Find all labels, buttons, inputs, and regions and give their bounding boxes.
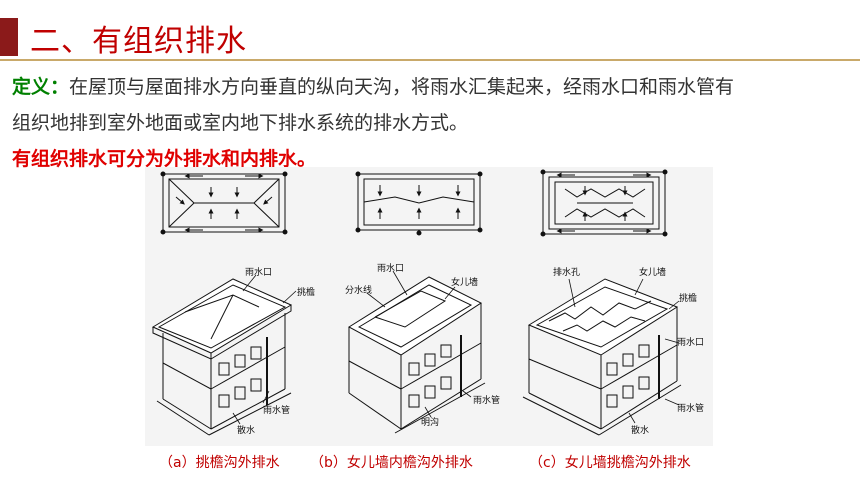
plan-a <box>160 171 288 235</box>
caption-a: （a）挑檐沟外排水 <box>159 455 280 471</box>
label-c-pipe: 雨水管 <box>677 402 704 414</box>
building-a <box>151 278 293 436</box>
title-bar: 二、有组织排水 <box>0 14 860 60</box>
label-b-ridge: 分水线 <box>345 284 372 296</box>
caption-c: （c）女儿墙挑檐沟外排水 <box>529 455 691 471</box>
label-c-outlet: 雨水口 <box>677 336 704 348</box>
label-b-pipe: 雨水管 <box>473 394 500 406</box>
definition-text-1: 在屋顶与屋面排水方向垂直的纵向天沟，将雨水汇集起来，经雨水口和雨水管有 <box>69 76 735 98</box>
label-a-apron: 散水 <box>237 424 255 436</box>
drainage-figure: 雨水口 挑檐 雨水管 散水 雨水口 分水线 女儿墙 雨水管 明沟 <box>145 167 713 446</box>
drainage-diagram: 雨水口 挑檐 雨水管 散水 雨水口 分水线 女儿墙 雨水管 明沟 <box>151 169 704 436</box>
definition-line-1: 定义：在屋顶与屋面排水方向垂直的纵向天沟，将雨水汇集起来，经雨水口和雨水管有 <box>12 72 734 102</box>
label-c-eave: 挑檐 <box>679 292 697 304</box>
label-b-parapet: 女儿墙 <box>451 276 478 288</box>
slide-title: 二、有组织排水 <box>30 24 247 59</box>
plan-b <box>355 171 483 236</box>
plan-c <box>540 169 668 237</box>
label-a-eave: 挑檐 <box>297 286 315 298</box>
emphasis-text: 有组织排水可分为外排水和内排水。 <box>12 148 317 170</box>
figure-captions: （a）挑檐沟外排水 （b）女儿墙内檐沟外排水 （c）女儿墙挑檐沟外排水 <box>145 452 715 476</box>
title-divider <box>0 59 860 61</box>
label-a-pipe: 雨水管 <box>263 404 290 416</box>
building-b <box>348 276 486 434</box>
title-accent-block <box>0 18 18 56</box>
label-c-hole: 排水孔 <box>553 266 580 278</box>
definition-line-2: 组织地排到室外地面或室内地下排水系统的排水方式。 <box>12 112 469 134</box>
label-c-apron: 散水 <box>631 424 649 436</box>
definition-label: 定义： <box>12 76 70 98</box>
label-c-parapet: 女儿墙 <box>639 266 666 278</box>
caption-b: （b）女儿墙内檐沟外排水 <box>310 455 473 471</box>
building-c <box>522 278 682 436</box>
label-b-outlet: 雨水口 <box>377 262 404 274</box>
label-b-ditch: 明沟 <box>421 416 439 428</box>
label-a-outlet: 雨水口 <box>245 266 272 278</box>
